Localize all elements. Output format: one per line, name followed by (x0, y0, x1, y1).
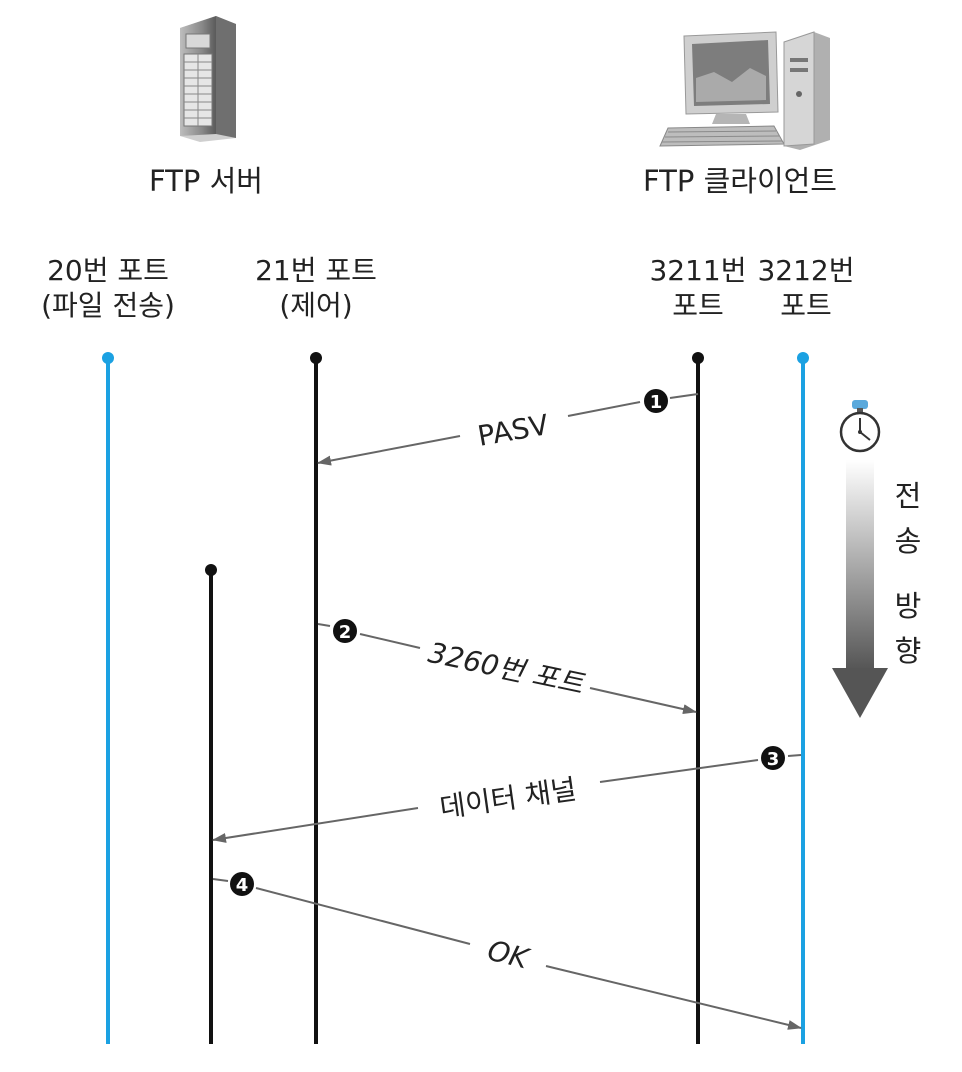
message-4: 4 OK (212, 872, 802, 1030)
step-4-number: 4 (236, 875, 249, 896)
step-1-number: 1 (650, 392, 663, 413)
step-3-badge (761, 746, 785, 770)
port-3212-desc: 포트 (780, 289, 832, 322)
direction-arrow (832, 460, 888, 718)
message-3: 3 데이터 채널 (212, 746, 802, 843)
client-title: FTP 클라이언트 (643, 164, 837, 198)
step-4-badge (230, 872, 254, 896)
port-20-name: 20번 포트 (47, 254, 169, 287)
port-21-name: 21번 포트 (255, 254, 377, 287)
direction-text-top: 전 송 (888, 474, 928, 564)
port-21-label: 21번 포트 (제어) (226, 253, 406, 323)
server-icon (180, 16, 236, 142)
message-2: 2 3260번 포트 (317, 619, 697, 715)
desktop-computer-icon (659, 31, 830, 150)
port-20-label: 20번 포트 (파일 전송) (10, 253, 206, 323)
step-1-badge (644, 389, 668, 413)
message-4-label: OK (484, 934, 534, 976)
lifeline-port-3211-dot (692, 352, 704, 364)
lifeline-port-21-dot (310, 352, 322, 364)
direction-char-2: 송 (894, 523, 922, 558)
direction-char-4: 향 (894, 633, 922, 668)
message-1: 1 PASV (317, 389, 699, 466)
port-3212-name: 3212번 (757, 254, 855, 287)
message-3-label: 데이터 채널 (438, 773, 579, 825)
port-21-desc: (제어) (279, 289, 353, 322)
direction-text-bottom: 방 향 (888, 584, 928, 674)
port-3212-label: 3212번 포트 (744, 253, 868, 323)
direction-char-3: 방 (894, 589, 922, 623)
direction-char-1: 전 (894, 479, 922, 513)
server-title: FTP 서버 (149, 164, 263, 198)
stopwatch-icon (839, 400, 881, 453)
port-20-desc: (파일 전송) (41, 289, 175, 322)
message-1-label: PASV (475, 408, 551, 453)
lifeline-port-3212-dot (797, 352, 809, 364)
lifeline-data-port-dot (205, 564, 217, 576)
step-2-number: 2 (339, 622, 352, 643)
port-3211-name: 3211번 (649, 254, 747, 287)
message-2-label: 3260번 포트 (425, 636, 587, 701)
lifeline-port-20-dot (102, 352, 114, 364)
step-3-number: 3 (767, 749, 780, 770)
port-3211-desc: 포트 (672, 289, 724, 322)
step-2-badge (333, 619, 357, 643)
port-3211-label: 3211번 포트 (636, 253, 760, 323)
